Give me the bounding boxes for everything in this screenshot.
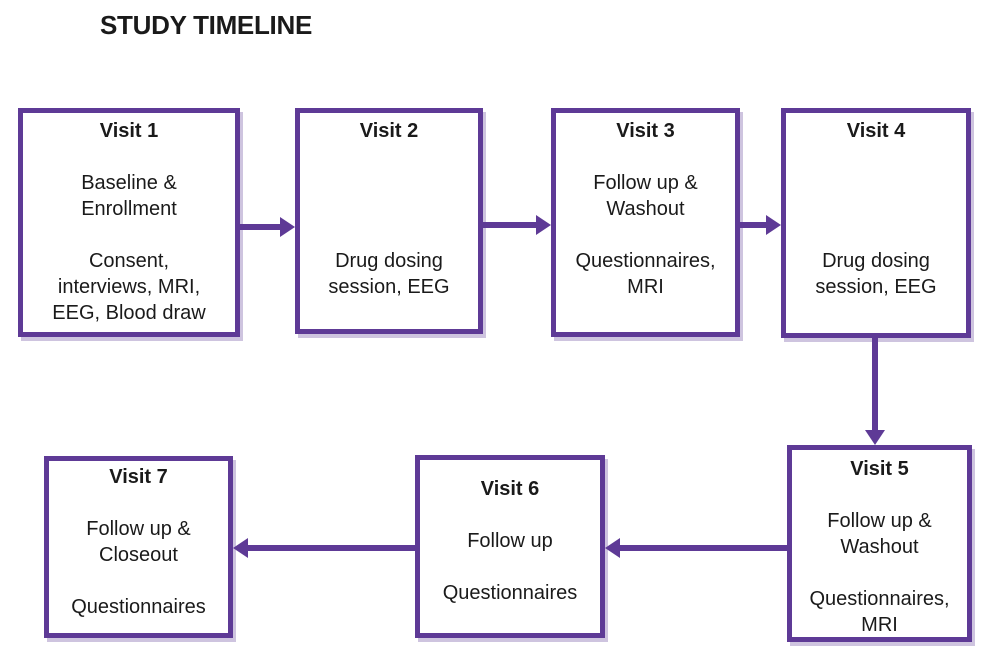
arrowhead-icon [233, 538, 248, 558]
visit-6-text-line: Questionnaires [442, 582, 578, 604]
arrow-visit6-to-visit7 [233, 538, 415, 558]
arrowhead-icon [280, 217, 295, 237]
arrowhead-icon [766, 215, 781, 235]
visit-2-text-line: session, EEG [328, 276, 450, 298]
visit-2-text-line [300, 170, 478, 196]
visit-6-text-line [420, 502, 600, 528]
visit-7-text-line: Follow up & [86, 518, 191, 540]
arrow-visit5-to-visit6 [605, 538, 787, 558]
visit-5-text-line [792, 482, 967, 508]
arrow-shaft [740, 222, 766, 228]
visit-6-box: Visit 6 Follow up Questionnaires [415, 455, 605, 638]
visit-4-text-line [786, 170, 966, 196]
visit-6-text-line [420, 554, 600, 580]
visit-2-text-line [300, 196, 478, 222]
arrow-visit2-to-visit3 [483, 215, 551, 235]
visit-2-title: Visit 2 [359, 120, 419, 142]
visit-5-text-line: Questionnaires, [809, 588, 950, 610]
visit-2-text-line [300, 222, 478, 248]
visit-2-box: Visit 2 Drug dosing session, EEG [295, 108, 483, 334]
visit-1-text-line [23, 222, 235, 248]
visit-5-text-line: Follow up & [827, 510, 932, 532]
visit-3-title: Visit 3 [616, 120, 675, 142]
arrow-shaft [240, 224, 280, 230]
visit-1-text-line: Enrollment [81, 198, 177, 220]
visit-4-text-line: session, EEG [815, 276, 937, 298]
visit-3-text-line [556, 144, 735, 170]
arrowhead-icon [605, 538, 620, 558]
visit-4-box: Visit 4 Drug dosing session, EEG [781, 108, 971, 338]
visit-5-title: Visit 5 [850, 458, 909, 480]
visit-6-text-line: Follow up [467, 530, 553, 552]
visit-2-text-line: Drug dosing [335, 250, 443, 272]
visit-4-text-line: Drug dosing [822, 250, 930, 272]
visit-4-text-line [786, 222, 966, 248]
arrow-visit3-to-visit4 [740, 215, 781, 235]
arrow-shaft [483, 222, 536, 228]
visit-4-title: Visit 4 [846, 120, 906, 142]
arrow-visit4-to-visit5 [865, 338, 885, 445]
visit-3-text-line: Washout [606, 198, 685, 220]
visit-7-text-line: Questionnaires [71, 596, 206, 618]
page-title: STUDY TIMELINE [100, 10, 313, 40]
arrow-shaft [620, 545, 787, 551]
visit-3-text-line [556, 222, 735, 248]
visit-5-text-line: Washout [840, 536, 919, 558]
visit-5-text-line: MRI [861, 614, 898, 636]
visit-4-text-line [786, 144, 966, 170]
visit-3-text-line: MRI [627, 276, 664, 298]
arrowhead-icon [536, 215, 551, 235]
arrowhead-icon [865, 430, 885, 445]
arrow-visit1-to-visit2 [240, 217, 295, 237]
visit-3-text-line: Questionnaires, [575, 250, 716, 272]
visit-1-text-line [23, 144, 235, 170]
arrow-shaft [248, 545, 415, 551]
visit-7-text-line [49, 490, 228, 516]
visit-3-text-line: Follow up & [593, 172, 698, 194]
visit-7-title: Visit 7 [109, 466, 168, 488]
visit-5-text-line [792, 560, 967, 586]
visit-6-title: Visit 6 [480, 478, 540, 500]
visit-4-text-line [786, 196, 966, 222]
visit-1-title: Visit 1 [99, 120, 159, 142]
visit-7-text-line: Closeout [99, 544, 178, 566]
visit-1-text-line: EEG, Blood draw [52, 302, 206, 324]
visit-7-text-line [49, 568, 228, 594]
visit-1-text-line: interviews, MRI, [57, 276, 201, 298]
visit-1-text-line: Consent, [88, 250, 170, 272]
visit-2-text-line [300, 144, 478, 170]
arrow-shaft [872, 338, 878, 430]
visit-1-text-line: Baseline & [81, 172, 177, 194]
